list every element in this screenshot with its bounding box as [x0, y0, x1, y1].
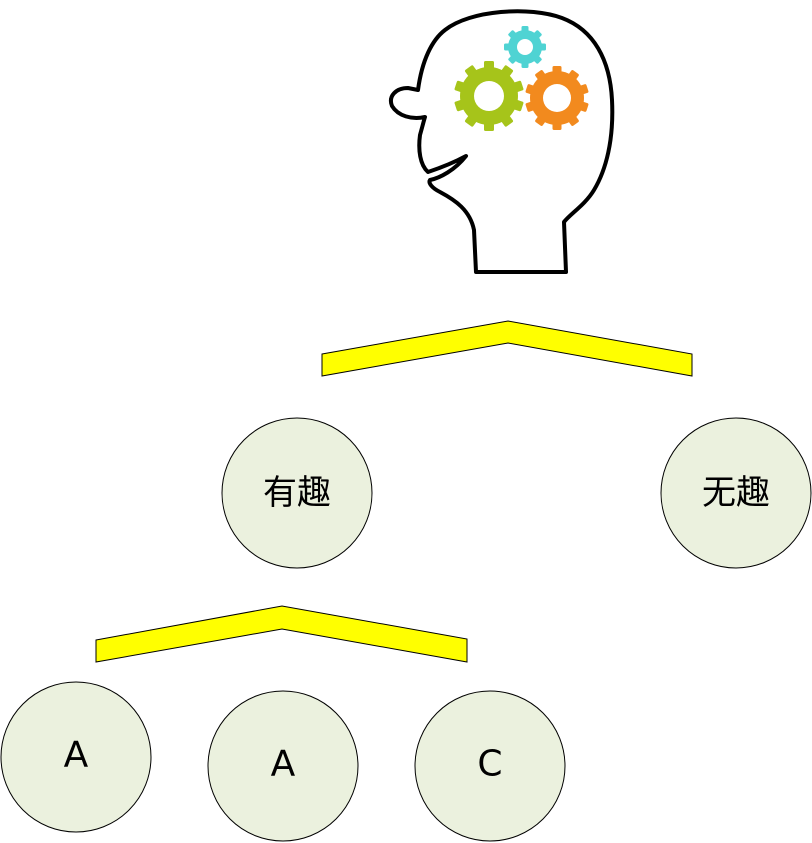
cyan-gear-icon — [504, 26, 546, 68]
leaf-node-3-label: C — [477, 744, 502, 785]
leaf-node-1: A — [0, 681, 152, 833]
top-branch-bracket — [321, 320, 693, 377]
head-outline — [389, 9, 615, 274]
node-interesting-label: 有趣 — [263, 473, 331, 513]
orange-gear-icon — [525, 66, 589, 130]
head-with-gears-icon — [389, 9, 615, 274]
leaf-node-1-label: A — [64, 735, 89, 776]
node-interesting: 有趣 — [221, 417, 373, 569]
node-boring-label: 无趣 — [702, 473, 770, 513]
leaf-node-2-label: A — [271, 744, 296, 785]
green-gear-icon — [454, 61, 524, 131]
lower-branch-bracket — [95, 605, 468, 663]
leaf-node-3: C — [414, 690, 566, 842]
node-boring: 无趣 — [660, 417, 812, 569]
leaf-node-2: A — [207, 690, 359, 842]
